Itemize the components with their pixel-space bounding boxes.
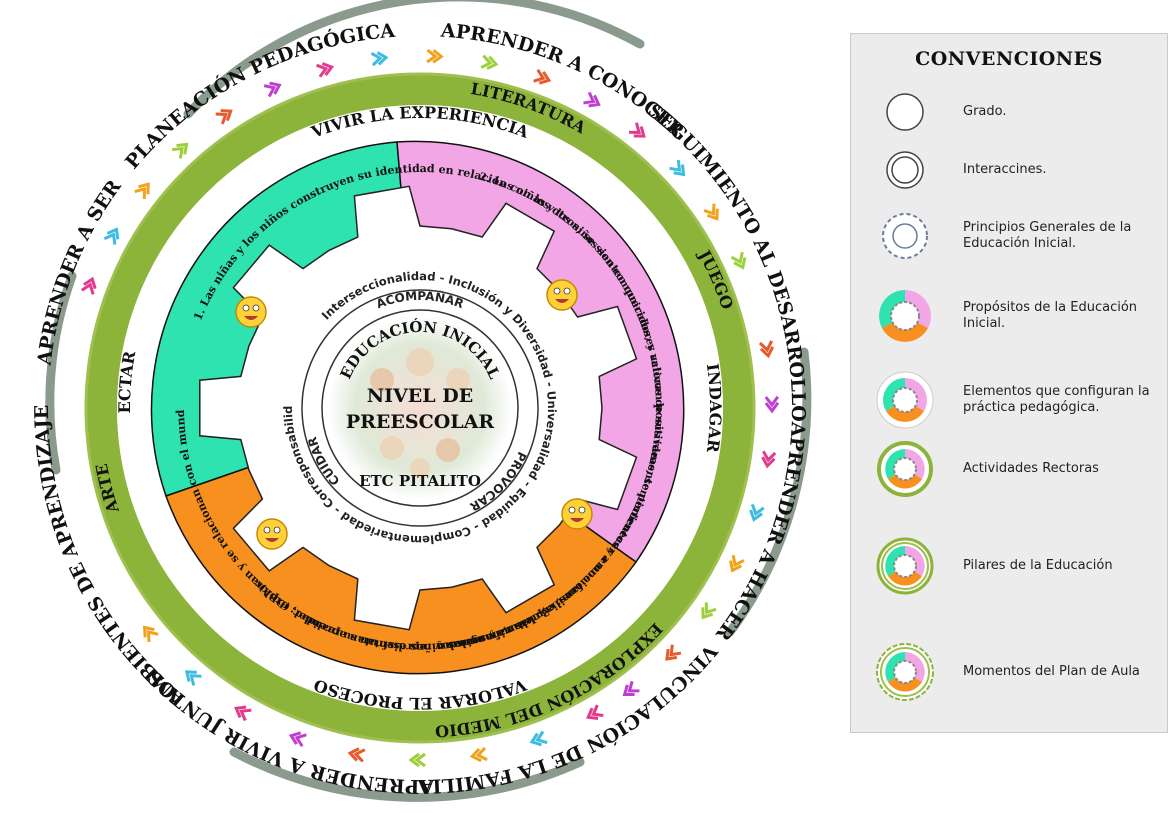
activities-ring-icon	[877, 441, 933, 497]
center-arc-bottom: ETC PITALITO	[359, 472, 481, 490]
smiley-icon	[256, 518, 288, 550]
pillars-ring-icon	[876, 537, 934, 595]
moments-ring-icon	[876, 643, 934, 701]
chevron-arrow-icon	[761, 450, 777, 469]
center-line-2: PREESCOLAR	[346, 411, 495, 433]
smiley-icon	[561, 498, 593, 530]
chevron-arrow-icon	[370, 51, 389, 67]
chevron-arrow-icon	[288, 731, 307, 747]
legend-label: Principios Generales de la Educación Ini…	[963, 220, 1132, 251]
pedagogical-diagram: APRENDER A CONOCER SEGUIMIENTO AL DESARR…	[0, 0, 812, 802]
interactions-ring-outer	[301, 289, 539, 527]
chevron-arrow-icon	[171, 142, 189, 159]
legend-label: Interaccines.	[963, 162, 1047, 177]
activities-ring-band	[87, 75, 753, 741]
legend-label: Momentos del Plan de Aula	[963, 664, 1140, 679]
chevron-arrow-icon	[81, 276, 97, 295]
chevron-arrow-icon	[263, 81, 282, 98]
gray-arc-left	[45, 271, 77, 475]
chevron-arrow-icon	[586, 704, 604, 720]
chevron-arrow-icon	[764, 395, 780, 414]
chevron-arrow-icon	[730, 251, 747, 270]
chevron-arrow-icon	[701, 602, 717, 620]
chevron-arrow-icon	[234, 705, 252, 722]
chevron-arrow-icon	[469, 746, 488, 763]
gear-icon	[882, 213, 928, 259]
gray-arc-right	[725, 347, 812, 637]
legend-label: Actividades Rectoras	[963, 461, 1099, 476]
smiley-icon	[546, 279, 578, 311]
legend-label: Pilares de la Educación	[963, 558, 1113, 573]
chevron-arrow-icon	[529, 730, 548, 747]
chevron-arrow-icon	[533, 69, 552, 85]
legend-label: Grado.	[963, 104, 1007, 119]
legend-panel: CONVENCIONES Grado. Interaccines. Princi…	[850, 33, 1168, 733]
legend-item-elementos: Elementos que configuran la práctica ped…	[851, 370, 1169, 430]
purposes-gear-icon	[879, 290, 931, 342]
chevron-arrow-icon	[408, 752, 426, 768]
legend-item-interacciones: Interaccines.	[851, 140, 1169, 200]
gray-arc-top	[183, 0, 645, 119]
chevron-arrows	[81, 48, 780, 768]
smiley-icons	[235, 279, 593, 550]
activities-ring-outline	[84, 72, 756, 744]
center-kids-illustration	[370, 348, 470, 478]
legend-title: CONVENCIONES	[915, 48, 1103, 70]
chevron-arrow-icon	[703, 203, 719, 221]
chevron-arrow-icon	[665, 644, 682, 661]
center-circle	[328, 316, 512, 500]
chevron-arrow-icon	[749, 503, 765, 522]
chevron-arrow-icon	[729, 554, 745, 573]
center-line-1: NIVEL DE	[367, 385, 473, 407]
moment-indagar: INDAGAR	[703, 362, 725, 454]
legend-item-principios: Principios Generales de la Educación Ini…	[851, 206, 1169, 266]
smiley-icon	[235, 296, 267, 328]
chevron-arrow-icon	[758, 340, 775, 359]
interactions-ring-inner	[321, 309, 519, 507]
chevron-arrow-icon	[215, 109, 233, 125]
legend-label: Propósitos de la Educación Inicial.	[963, 300, 1138, 331]
chevron-arrow-icon	[347, 747, 366, 763]
legend-label: Elementos que configuran la práctica ped…	[963, 384, 1150, 415]
plain-circle-icon	[886, 93, 924, 131]
legend-item-momentos: Momentos del Plan de Aula	[851, 642, 1169, 702]
chevron-arrow-icon	[480, 54, 499, 70]
elements-gear-icon	[876, 371, 934, 429]
legend-item-grado: Grado.	[851, 82, 1169, 142]
chevron-arrow-icon	[134, 182, 150, 199]
legend-item-pilares: Pilares de la Educación	[851, 536, 1169, 596]
chevron-arrow-icon	[583, 91, 601, 108]
gray-outer-arcs	[45, 0, 812, 802]
legend-item-actividades: Actividades Rectoras	[851, 439, 1169, 499]
chevron-arrow-icon	[103, 227, 120, 245]
chevron-arrow-icon	[143, 625, 159, 643]
chevron-arrow-icon	[629, 122, 646, 138]
chevron-arrow-icon	[669, 159, 686, 177]
chevron-arrow-icon	[184, 670, 202, 686]
double-circle-icon	[886, 151, 924, 189]
chevron-arrow-icon	[426, 48, 444, 64]
gray-arc-bottom	[229, 747, 585, 802]
chevron-arrow-icon	[316, 62, 335, 78]
chevron-arrow-icon	[622, 680, 640, 697]
legend-item-propositos: Propósitos de la Educación Inicial.	[851, 286, 1169, 346]
